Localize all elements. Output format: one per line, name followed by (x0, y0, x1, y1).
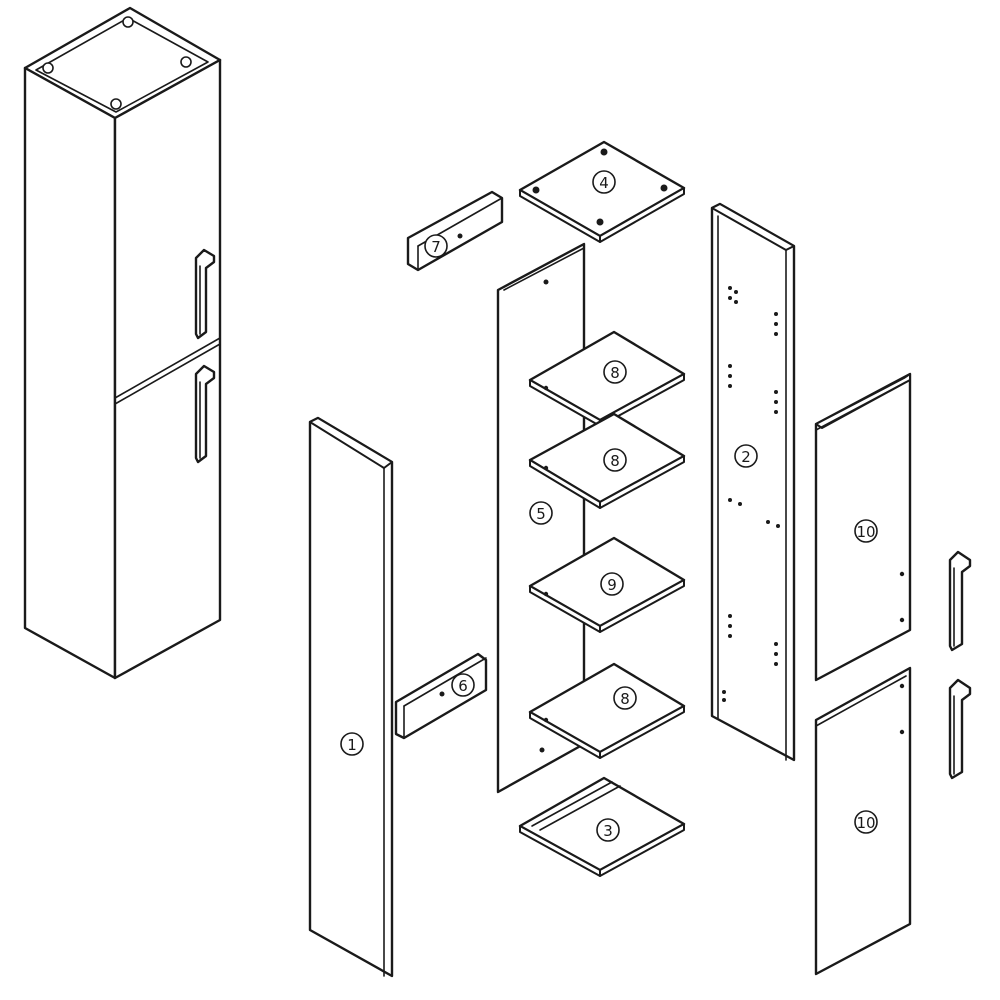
part-7-rail: 7 (406, 190, 504, 272)
part-label: 8 (620, 690, 630, 708)
part-label: 7 (431, 238, 441, 256)
part-label: 6 (458, 677, 468, 695)
part-10-door: 10 (814, 666, 912, 976)
part-1-side-panel: 1 (308, 416, 394, 978)
loose-handle (948, 678, 972, 780)
part-label: 10 (856, 814, 875, 832)
part-8-shelf: 8 (528, 662, 686, 759)
part-4-top-panel: 4 (518, 140, 686, 243)
part-8-shelf: 8 (528, 330, 686, 427)
part-label: 1 (347, 736, 357, 754)
part-label: 4 (599, 174, 609, 192)
part-3-bottom-panel: 3 (518, 776, 686, 877)
part-label: 8 (610, 452, 620, 470)
part-2-side-panel: 2 (710, 202, 796, 762)
part-label: 3 (603, 822, 613, 840)
assembled-cabinet (23, 6, 222, 680)
door-handle (194, 364, 216, 464)
part-label: 2 (741, 448, 751, 466)
loose-handle (948, 550, 972, 652)
part-label: 8 (610, 364, 620, 382)
part-9-shelf: 9 (528, 536, 686, 633)
part-label: 5 (536, 505, 546, 523)
door-handle (194, 248, 216, 340)
part-label: 10 (856, 523, 875, 541)
part-6-rail: 6 (394, 652, 488, 740)
part-8-shelf: 8 (528, 412, 686, 509)
hinge-holes (722, 286, 780, 702)
part-10-door: 10 (814, 372, 912, 682)
part-label: 9 (607, 576, 617, 594)
